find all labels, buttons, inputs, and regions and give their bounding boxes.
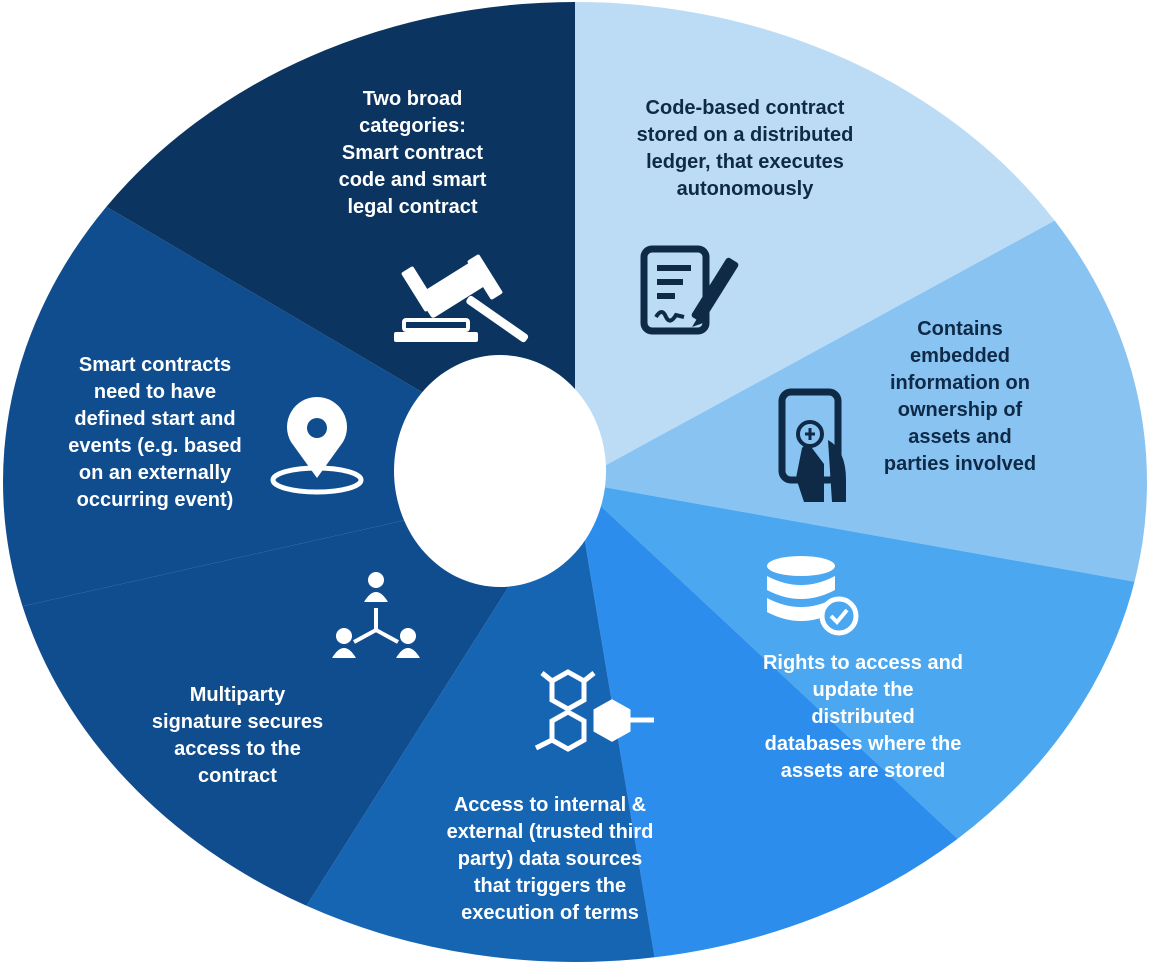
ring-segment-ownership: [575, 220, 1147, 582]
ring-segment-code-based: [575, 2, 1055, 482]
database-check-icon: [767, 556, 859, 636]
hand-phone-icon: [778, 388, 846, 502]
center-hole: [394, 355, 606, 587]
hexagon-network-icon: [534, 669, 654, 752]
segment-ownership-text: Contains embedded information on ownersh…: [883, 318, 1037, 475]
segment-multiparty-text: Multiparty signature secures access to t…: [151, 684, 324, 787]
contract-signing-icon: [640, 245, 739, 335]
segment-start-events-text: Smart contracts need to have defined sta…: [68, 354, 242, 511]
people-network-icon: [332, 572, 420, 658]
ring-segment-categories: [106, 2, 576, 482]
segment-code-based-text: Code-based contract stored on a distribu…: [636, 97, 854, 200]
gavel-icon: [394, 254, 529, 343]
segment-categories-text: Two broad categories: Smart contract cod…: [338, 88, 487, 218]
ring-segment-rights: [575, 482, 1135, 839]
segment-data-sources-text: Access to internal & external (trusted t…: [446, 794, 654, 924]
location-pin-icon: [270, 397, 364, 495]
segment-rights-text: Rights to access and update the distribu…: [762, 652, 964, 782]
ring-segment-data-sources: [575, 482, 958, 958]
ring-segment-start-events: [22, 482, 575, 906]
ring-segment-multiparty: [306, 482, 655, 962]
